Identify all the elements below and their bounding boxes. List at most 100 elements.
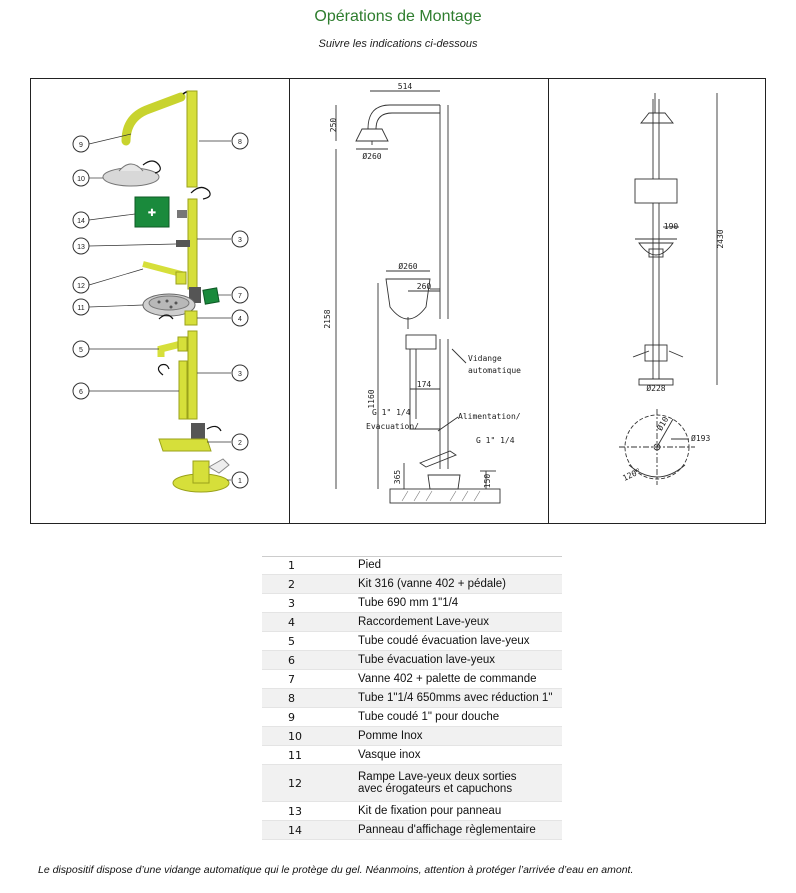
part-label: Vanne 402 + palette de commande <box>358 673 537 685</box>
callout-2: 2 <box>238 440 242 447</box>
part-number: 3 <box>288 596 295 610</box>
valve-402 <box>189 287 201 303</box>
front-view-panel: 190 2430 Ø228 Ø10 Ø193 120° <box>549 79 765 523</box>
exploded-view-drawing: ✚ <box>72 90 249 493</box>
callout-1: 1 <box>238 478 242 485</box>
dim-base: Ø228 <box>646 383 665 393</box>
parts-row: 3 Tube 690 mm 1"1/4 <box>262 594 562 613</box>
callout-8: 8 <box>238 139 242 146</box>
callouts: 9 8 10 14 13 3 12 7 11 4 <box>72 132 249 489</box>
footer-note: Le dispositif dispose d’une vidange auto… <box>38 864 634 876</box>
part-number: 6 <box>262 650 358 670</box>
callout-13: 13 <box>77 244 85 251</box>
dim-bowl-offset: 260 <box>417 282 432 291</box>
dim-bowl-height: 1160 <box>367 389 376 408</box>
label-drain-2: automatique <box>468 366 521 375</box>
part-label: Tube coudé 1" pour douche <box>358 711 500 723</box>
page-title: Opérations de Montage <box>314 8 482 25</box>
part-label: Kit 316 (vanne 402 + pédale) <box>358 574 562 594</box>
part-label: Kit de fixation pour panneau <box>358 805 502 817</box>
label-evac-thread: G 1" 1/4 <box>372 408 411 417</box>
parts-row: 13 Kit de fixation pour panneau <box>262 802 562 821</box>
part-number: 5 <box>288 634 295 648</box>
label-supply: Alimentation/ <box>458 412 521 421</box>
callout-3-lower: 3 <box>238 371 242 378</box>
part-number: 8 <box>262 688 358 708</box>
parts-row: 7 Vanne 402 + palette de commande <box>262 670 562 689</box>
upper-tube <box>186 90 198 188</box>
safety-sign <box>134 196 170 228</box>
exploded-view-panel: ✚ <box>31 79 290 523</box>
label-supply-thread: G 1" 1/4 <box>476 436 515 445</box>
part-label-line1: Rampe Lave-yeux deux sorties <box>358 771 517 783</box>
parts-row: 5 Tube coudé évacuation lave-yeux <box>262 632 562 651</box>
callout-7: 7 <box>238 293 242 300</box>
dim-drain-offset: 174 <box>417 380 432 389</box>
front-view-drawing: 190 2430 Ø228 Ø10 Ø193 120° <box>619 93 725 485</box>
part-number: 11 <box>288 748 302 762</box>
part-number: 2 <box>262 574 358 594</box>
dim-base-height: 150 <box>483 474 492 489</box>
part-label: Tube 690 mm 1"1/4 <box>358 597 459 609</box>
callout-12: 12 <box>77 283 85 290</box>
part-number: 13 <box>288 804 302 818</box>
tube-lower <box>187 330 198 420</box>
part-number: 4 <box>262 612 358 632</box>
part-number: 1 <box>288 558 295 572</box>
drawings-frame: ✚ <box>30 78 766 524</box>
part-number: 7 <box>288 672 295 686</box>
dim-bowl-diameter: Ø260 <box>398 261 417 271</box>
side-view-panel: 514 250 Ø260 Ø260 260 2158 1160 174 365 … <box>290 79 549 523</box>
side-view-drawing: 514 250 Ø260 Ø260 260 2158 1160 174 365 … <box>323 82 521 504</box>
dim-head-diameter: Ø260 <box>362 151 381 161</box>
page-subtitle: Suivre les indications ci-dessous <box>318 38 478 50</box>
part-label: Tube évacuation lave-yeux <box>358 650 562 670</box>
callout-14: 14 <box>77 218 85 225</box>
label-evac: Evacuation/ <box>366 422 419 431</box>
part-number: 14 <box>262 820 358 840</box>
dim-bolt-circle: Ø193 <box>691 433 710 443</box>
callout-3-upper: 3 <box>238 237 242 244</box>
parts-row: 1 Pied <box>262 556 562 575</box>
callout-9: 9 <box>79 142 83 149</box>
parts-row: 11 Vasque inox <box>262 746 562 765</box>
dim-angle: 120° <box>621 467 642 483</box>
part-label: Pomme Inox <box>358 726 562 746</box>
dim-arm: 190 <box>664 222 679 231</box>
part-label: Raccordement Lave-yeux <box>358 612 562 632</box>
dim-top-width: 514 <box>398 82 413 91</box>
part-number: 12 <box>262 764 358 802</box>
callout-11: 11 <box>77 305 84 312</box>
dim-head-height: 250 <box>329 118 338 133</box>
dim-pedal-height: 365 <box>393 470 402 485</box>
callout-10: 10 <box>77 176 85 183</box>
callout-4: 4 <box>238 316 242 323</box>
part-number: 9 <box>288 710 295 724</box>
part-label: Tube coudé évacuation lave-yeux <box>358 635 530 647</box>
svg-text:✚: ✚ <box>148 208 156 219</box>
part-label: Panneau d'affichage règlementaire <box>358 820 562 840</box>
callout-6: 6 <box>79 389 83 396</box>
part-number: 10 <box>262 726 358 746</box>
part-label: Pied <box>358 559 382 571</box>
drain-tube <box>178 360 188 420</box>
label-drain-1: Vidange <box>468 354 502 363</box>
callout-5: 5 <box>79 347 83 354</box>
part-label-line2: avec érogateurs et capuchons <box>358 783 513 795</box>
part-label: Vasque inox <box>358 749 421 761</box>
parts-table-rule <box>262 556 562 557</box>
part-label: Tube 1"1/4 650mms avec réduction 1" <box>358 688 562 708</box>
shower-bent-tube <box>121 92 186 146</box>
dim-total: 2430 <box>716 229 725 248</box>
dim-total-height: 2158 <box>323 309 332 328</box>
parts-row: 9 Tube coudé 1" pour douche <box>262 708 562 727</box>
